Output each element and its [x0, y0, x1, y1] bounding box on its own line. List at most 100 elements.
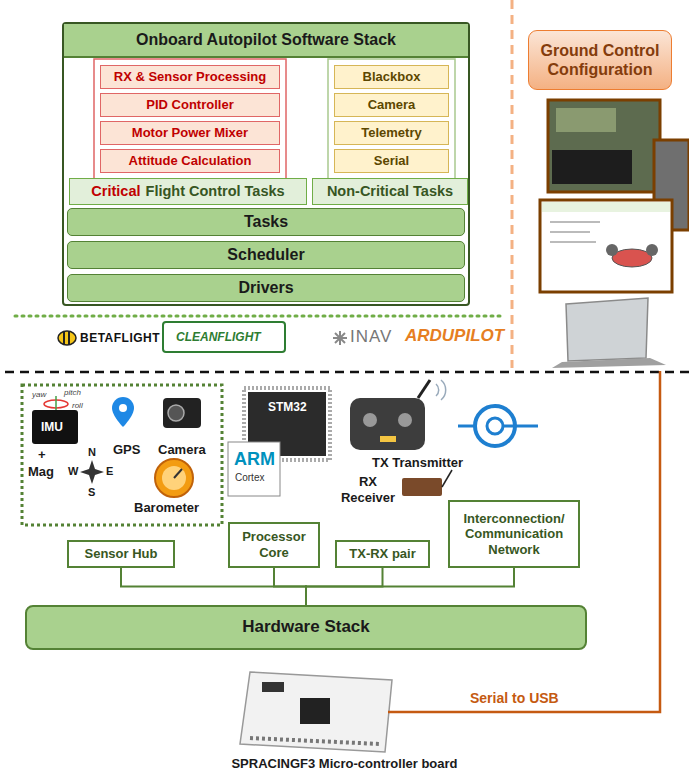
action-camera	[163, 398, 201, 428]
critical-task-box: RX & Sensor Processing	[100, 65, 280, 89]
hardware-stack-band: Hardware Stack	[25, 605, 587, 650]
task-name: Telemetry	[361, 125, 421, 141]
part-name: GPS	[113, 442, 140, 458]
layer-name: Tasks	[244, 212, 288, 231]
layer-name: Drivers	[238, 278, 293, 297]
config-row	[550, 221, 600, 223]
tree-connector	[274, 568, 306, 605]
tree-connector	[121, 568, 306, 605]
tree-connector	[306, 568, 514, 605]
box-title: Ground Control Configuration	[534, 41, 666, 79]
chip-marking: IMU	[41, 420, 63, 434]
part-name: Barometer	[134, 500, 199, 516]
group-title: Non-Critical Tasks	[327, 183, 453, 200]
board-connector	[262, 682, 284, 692]
part-name: Mag	[28, 464, 54, 480]
camera-lens	[168, 405, 184, 421]
ground-control-box: Ground Control Configuration	[528, 30, 672, 90]
bee-stripe	[68, 331, 70, 345]
layer-band: Scheduler	[67, 241, 465, 269]
bee-logo	[58, 331, 76, 345]
stack-title: Onboard Autopilot Software Stack	[64, 24, 468, 58]
ground-divider	[511, 0, 514, 368]
axis-label: pitch	[64, 388, 81, 398]
laptop-screen	[566, 298, 648, 361]
hardware-divider	[5, 371, 689, 374]
layer-name: Hardware Stack	[242, 617, 370, 637]
critical-task-box: Attitude Calculation	[100, 149, 280, 173]
gcs-screenshot-config	[540, 200, 672, 292]
task-group-band: Non-Critical Tasks	[312, 178, 468, 205]
arm-logo-frame	[228, 442, 280, 496]
noncritical-task-box: Camera	[334, 93, 449, 117]
compass-point: W	[68, 465, 78, 478]
layer-band: Tasks	[67, 208, 465, 236]
part-name: Camera	[158, 442, 206, 458]
gauge-needle	[174, 469, 182, 478]
gps-pin-hole	[119, 404, 127, 412]
gauge-face	[162, 466, 186, 490]
compass-point: S	[88, 486, 95, 499]
connection-label: Serial to USB	[470, 690, 559, 707]
noncritical-task-group	[328, 59, 455, 184]
config-row	[550, 241, 596, 243]
noncritical-task-box: Telemetry	[334, 121, 449, 145]
board-chip	[300, 698, 330, 724]
logo-wordmark: CLEANFLIGHT	[176, 330, 261, 344]
laptop-base	[552, 358, 666, 368]
plus-sign: +	[38, 447, 46, 463]
imu-axis	[55, 396, 57, 410]
critical-task-box: PID Controller	[100, 93, 280, 117]
critical-task-box: Motor Power Mixer	[100, 121, 280, 145]
tx-stick	[363, 413, 377, 427]
map-detail	[556, 108, 616, 132]
tx-antenna	[418, 380, 430, 398]
network-logo-core	[487, 418, 503, 434]
barometer-gauge	[155, 459, 193, 497]
task-name: PID Controller	[146, 97, 233, 113]
critical-task-group	[94, 59, 286, 184]
chip-marking: STM32	[268, 400, 307, 414]
flight-controller-board	[240, 672, 392, 752]
group-title: Critical	[91, 183, 140, 200]
star-stroke	[335, 333, 345, 343]
gps-pin	[112, 397, 134, 427]
logo-wordmark: ARM	[234, 449, 275, 471]
config-row	[550, 231, 590, 233]
hardware-part-box: TX-RX pair	[335, 540, 430, 568]
gcs-screenshot-map	[548, 100, 660, 192]
star-stroke	[335, 333, 345, 343]
bee-stripe	[63, 332, 65, 344]
part-name: Sensor Hub	[85, 546, 158, 562]
config-tab-bar	[542, 202, 670, 212]
layer-band: Drivers	[67, 274, 465, 302]
rx-receiver	[402, 478, 442, 496]
tx-accent	[380, 436, 396, 442]
rx-wire	[442, 470, 452, 487]
logo-wordmark: INAV	[350, 327, 392, 347]
tx-radio	[350, 398, 425, 450]
noncritical-task-box: Serial	[334, 149, 449, 173]
axis-label: yaw	[32, 390, 46, 400]
cleanflight-logo-frame	[163, 322, 285, 352]
quad-rotor	[646, 244, 658, 256]
software-stack-frame: Onboard Autopilot Software Stack RX & Sen…	[62, 22, 470, 306]
part-name: Processor Core	[235, 529, 313, 560]
task-name: Attitude Calculation	[129, 153, 252, 169]
hardware-part-box: Processor Core	[228, 522, 320, 568]
part-name: TX Transmitter	[372, 455, 463, 471]
task-name: Blackbox	[363, 69, 421, 85]
hardware-part-box: Interconnection/ Communication Network	[448, 500, 580, 568]
task-name: Serial	[374, 153, 409, 169]
layer-name: Scheduler	[227, 245, 304, 264]
quad-icon	[612, 249, 652, 267]
compass-rose	[80, 460, 104, 484]
inav-logo-star	[333, 331, 347, 345]
logo-wordmark: ARDUPILOT	[405, 326, 504, 346]
radio-waves	[436, 380, 446, 400]
task-group-band: CriticalFlight Control Tasks	[69, 178, 307, 205]
